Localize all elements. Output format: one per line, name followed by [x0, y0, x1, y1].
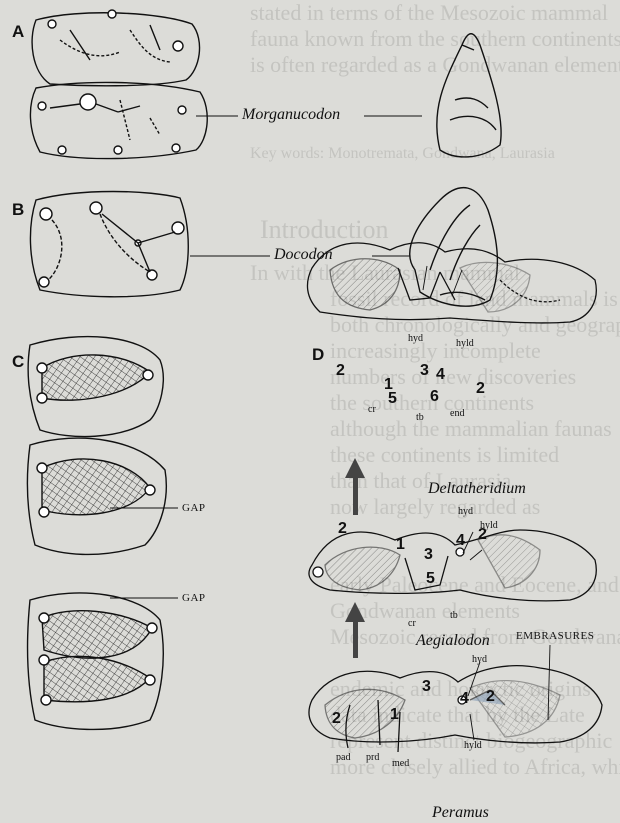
panel-label-a: A	[12, 22, 24, 42]
embrasures-label: EMBRASURES	[516, 630, 594, 642]
panel-label-b: B	[12, 200, 24, 220]
panel-c-teeth	[27, 337, 166, 730]
cusp-number: 3	[420, 362, 429, 380]
cusp-label: prd	[366, 752, 379, 763]
deltatheridium-teeth	[307, 243, 596, 323]
cusp-label: pad	[336, 752, 350, 763]
leader-lines	[423, 266, 550, 740]
cusp-label: hyd	[472, 654, 487, 665]
cusp-number: 2	[338, 520, 347, 538]
cusp-number: 5	[388, 390, 397, 408]
cusp-number: 1	[396, 536, 405, 554]
morganucodon-upper-molar	[32, 10, 199, 86]
cusp-label: tb	[416, 412, 424, 423]
cusp-number: 2	[478, 526, 487, 544]
cusp-label: hyld	[456, 338, 474, 349]
cusp-label: tb	[450, 610, 458, 621]
taxon-peramus: Peramus	[432, 804, 489, 822]
cusp-number: 4	[456, 532, 465, 550]
cusp-number: 2	[476, 380, 485, 398]
gap-label: GAP	[182, 502, 206, 514]
cusp-number: 2	[332, 710, 341, 728]
cusp-label: hyld	[464, 740, 482, 751]
cusp-number: 2	[486, 688, 495, 706]
peramus-teeth	[309, 666, 602, 752]
cusp-number: 5	[426, 570, 435, 588]
morganucodon-side-view	[437, 34, 501, 157]
cusp-label: hyd	[408, 333, 423, 344]
taxon-deltatheridium: Deltatheridium	[428, 480, 526, 498]
gap-label: GAP	[182, 592, 206, 604]
panel-label-d: D	[312, 345, 324, 365]
aegialodon-teeth	[309, 530, 596, 601]
panel-label-c: C	[12, 352, 24, 372]
morganucodon-lower-molar	[30, 82, 207, 158]
cusp-number: 4	[436, 366, 445, 384]
cusp-number: 3	[422, 678, 431, 696]
docodon-occlusal	[30, 192, 188, 297]
cusp-number: 6	[430, 388, 439, 406]
cusp-number: 3	[424, 546, 433, 564]
cusp-label: cr	[408, 618, 416, 629]
cusp-label: end	[450, 408, 464, 419]
taxon-docodon: Docodon	[274, 246, 333, 264]
cusp-label: hyd	[458, 506, 473, 517]
taxon-aegialodon: Aegialodon	[416, 632, 490, 650]
cusp-number: 4	[460, 690, 469, 708]
cusp-label: med	[392, 758, 409, 769]
taxon-morganucodon: Morganucodon	[242, 106, 340, 124]
cusp-label: cr	[368, 404, 376, 415]
cusp-number: 1	[390, 706, 399, 724]
cusp-number: 2	[336, 362, 345, 380]
